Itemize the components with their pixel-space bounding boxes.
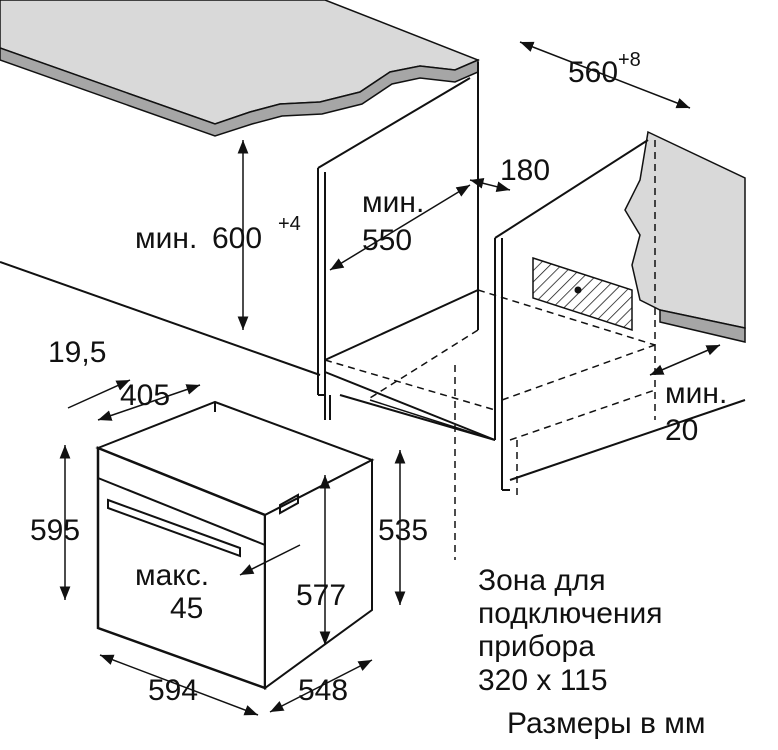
dimension-lines — [59, 41, 721, 716]
right-countertop — [624, 130, 746, 343]
label-niche-width: 560 — [568, 56, 618, 89]
label-max-gap: 45 — [170, 592, 203, 625]
label-niche-width-tolerance: +8 — [618, 49, 641, 71]
connection-zone-line-3: прибора — [478, 630, 595, 663]
label-side-gap: 20 — [665, 414, 698, 447]
label-rear-gap: 180 — [500, 154, 550, 187]
units-caption: Размеры в мм — [507, 707, 706, 740]
oven — [95, 400, 375, 690]
label-niche-depth-prefix: мин. — [362, 186, 424, 219]
connection-zone — [532, 256, 633, 332]
niche-lines — [0, 62, 746, 560]
label-niche-height-tolerance: +4 — [278, 213, 301, 235]
label-max-gap-prefix: макс. — [135, 559, 209, 592]
label-top-depth: 405 — [120, 379, 170, 412]
connection-zone-line-4: 320 x 115 — [478, 664, 608, 697]
label-niche-height-prefix: мин. — [135, 222, 197, 255]
label-inner-height: 577 — [296, 579, 346, 612]
connection-zone-line-2: подключения — [478, 597, 662, 630]
label-oven-height: 595 — [30, 514, 80, 547]
label-body-height: 535 — [378, 514, 428, 547]
label-front-panel-depth: 19,5 — [48, 336, 106, 369]
label-side-gap-prefix: мин. — [665, 377, 727, 410]
label-niche-height: 600 — [212, 222, 262, 255]
oven-handle — [107, 498, 241, 558]
label-niche-depth: 550 — [362, 224, 412, 257]
label-oven-depth: 548 — [298, 674, 348, 707]
connection-zone-line-1: Зона для — [478, 564, 606, 597]
label-oven-width: 594 — [148, 674, 198, 707]
